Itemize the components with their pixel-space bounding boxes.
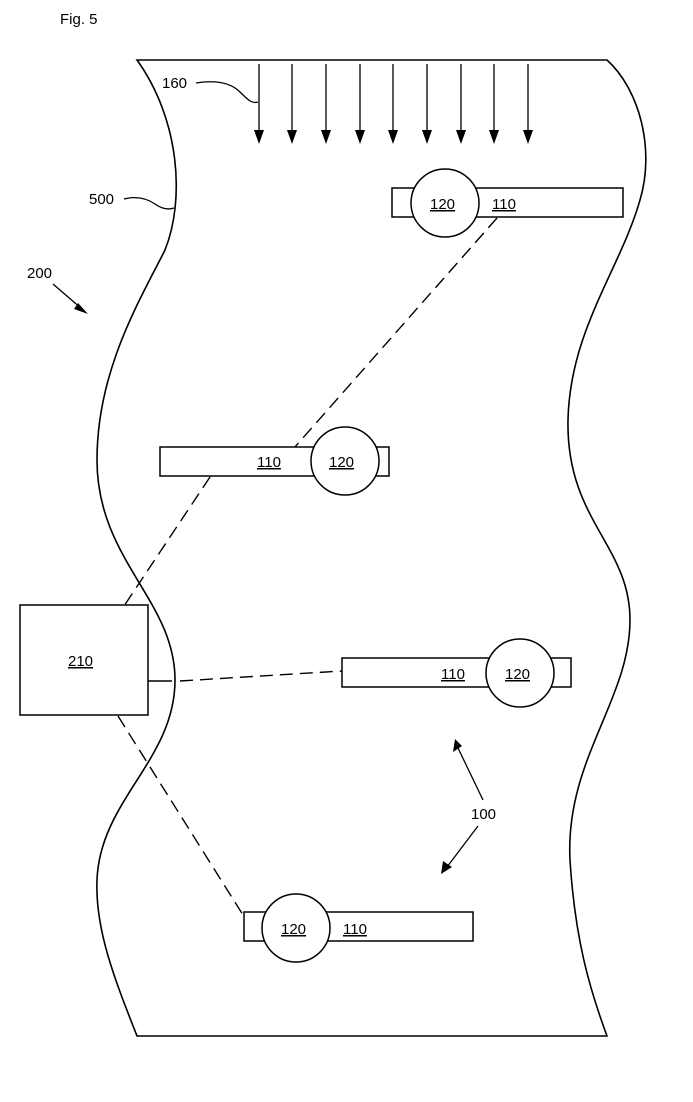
arrow-200 xyxy=(53,284,88,314)
arrow-100-down xyxy=(441,826,478,874)
ref-label-500: 500 xyxy=(89,191,114,208)
downward-arrow xyxy=(287,64,297,144)
ref-label-100: 100 xyxy=(471,806,496,823)
ref-label-160: 160 xyxy=(162,75,187,92)
node-label: 120 xyxy=(430,196,455,213)
sensor-unit: 110 120 xyxy=(342,639,571,707)
bar-label: 110 xyxy=(492,196,516,213)
bar-label: 110 xyxy=(343,921,367,938)
dashed-connection-lines xyxy=(118,218,497,915)
figure-title: Fig. 5 xyxy=(60,11,98,28)
downward-arrow xyxy=(355,64,365,144)
downward-arrow-set xyxy=(254,64,533,144)
bar-label: 110 xyxy=(257,454,281,471)
sensor-unit: 120 110 xyxy=(392,169,623,237)
node-label: 120 xyxy=(329,454,354,471)
bar-label: 110 xyxy=(441,666,465,683)
sensor-unit: 120 110 xyxy=(244,894,473,962)
downward-arrow xyxy=(254,64,264,144)
downward-arrow xyxy=(489,64,499,144)
arrow-100-up xyxy=(453,739,483,800)
controller-block: 210 xyxy=(20,605,172,715)
node-label: 120 xyxy=(281,921,306,938)
downward-arrow xyxy=(456,64,466,144)
downward-arrow xyxy=(422,64,432,144)
downward-arrow xyxy=(523,64,533,144)
node-label: 120 xyxy=(505,666,530,683)
sensor-unit: 110 120 xyxy=(160,427,389,495)
downward-arrow xyxy=(321,64,331,144)
leader-line-160 xyxy=(196,82,258,103)
controller-label: 210 xyxy=(68,653,93,670)
leader-line-500 xyxy=(124,198,174,209)
downward-arrow xyxy=(388,64,398,144)
ref-label-200: 200 xyxy=(27,265,52,282)
